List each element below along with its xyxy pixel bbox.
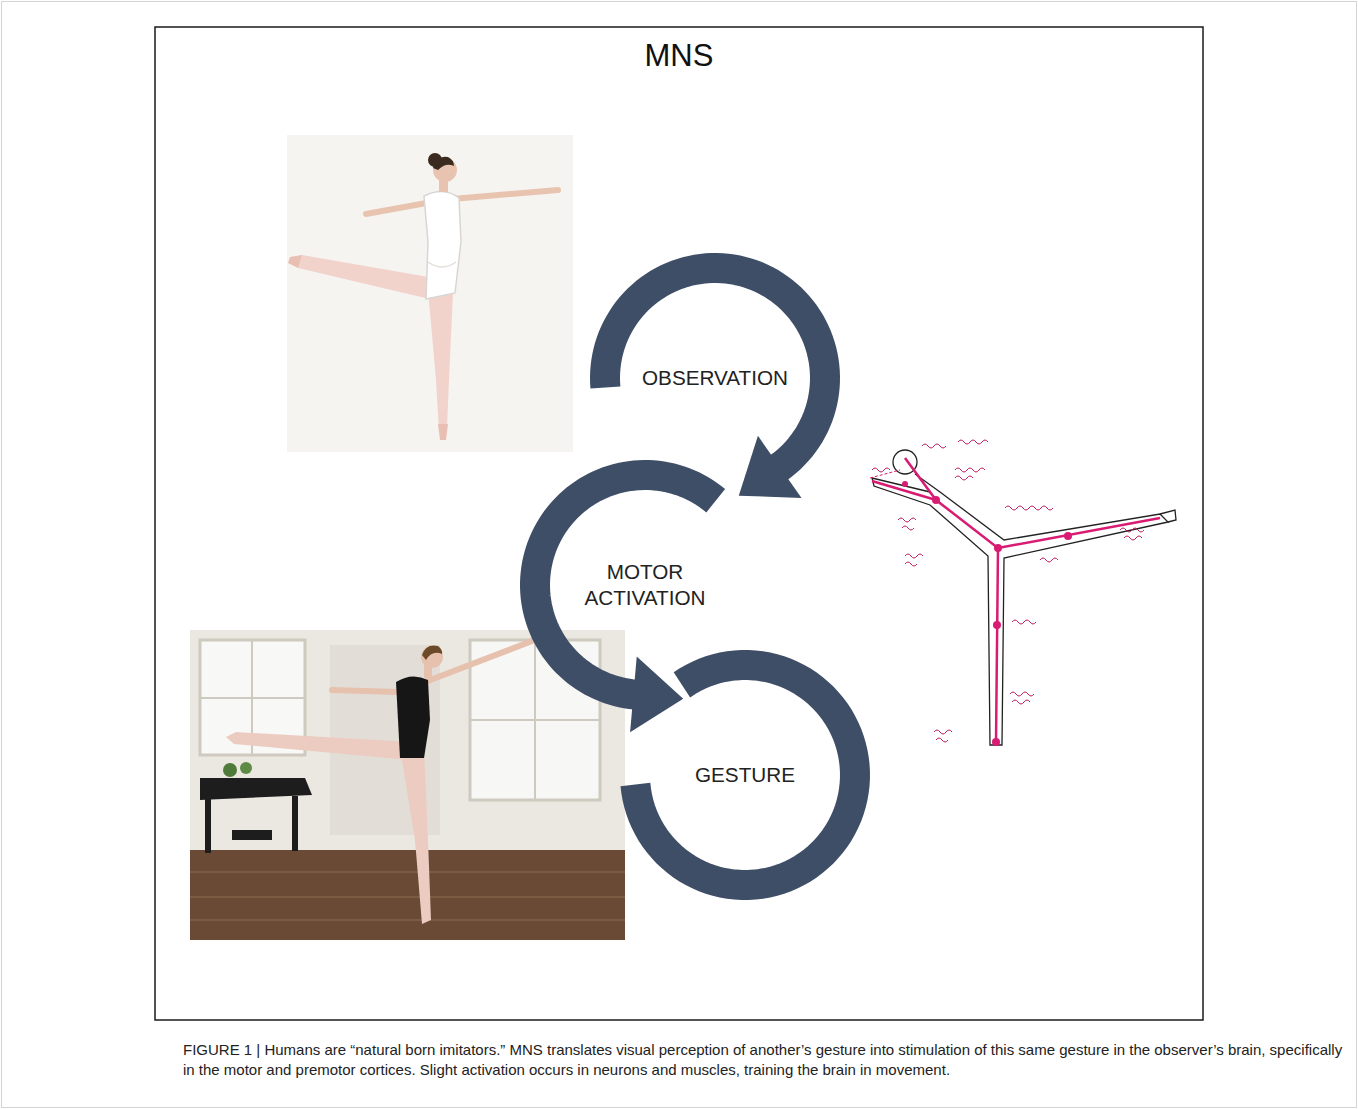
ring-text-box: MOTOR ACTIVATION [552,559,738,611]
ring-label: GESTURE [647,762,843,788]
ring-stroke [635,665,855,885]
ring-text-box: OBSERVATION [617,365,813,391]
figure-caption: FIGURE 1 | Humans are “natural born imit… [183,1040,1345,1080]
annotated-sketch [870,440,1176,746]
ring-stroke [605,268,825,468]
figure-title: MNS [155,38,1203,74]
ring-stroke [535,475,716,695]
ring-text-box: GESTURE [647,762,843,788]
cycle-arrow [630,657,683,733]
figure-frame [155,27,1203,1020]
ring-label: MOTOR ACTIVATION [552,559,738,611]
arrow-head [630,657,683,733]
photo-studio-dancer [190,630,625,940]
photo-white-dancer [287,135,573,452]
ring-label: OBSERVATION [617,365,813,391]
